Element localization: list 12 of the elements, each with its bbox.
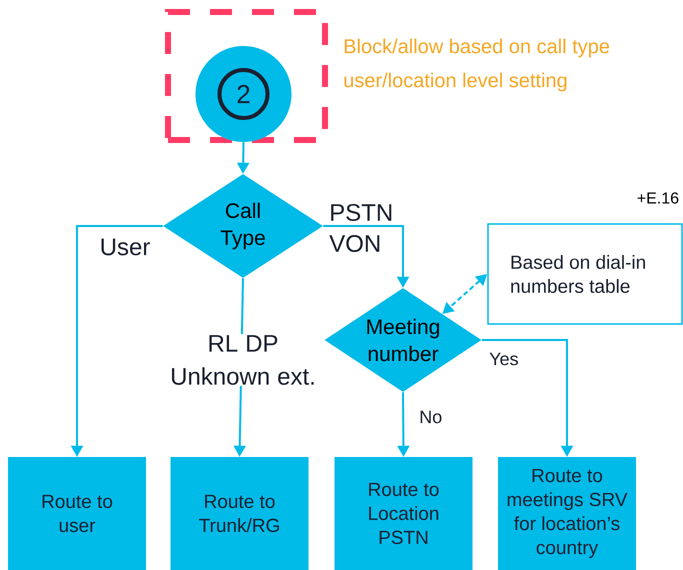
edge-label: Yes (490, 352, 518, 366)
process-box: Route to Location PSTN (334, 457, 472, 570)
process-box: Route to meetings SRV for location’s country (498, 457, 636, 570)
edge-label: No (420, 410, 442, 424)
note-text: Block/allow based on call type user/location level setting (344, 38, 610, 92)
edge-label: RL DP Unknown ext. (162, 334, 324, 386)
process-box: Route to user (8, 457, 146, 570)
label-text: +E.16 (638, 192, 678, 204)
edge-label: PSTN VON (329, 204, 392, 252)
process-box: Route to Trunk/RG (170, 457, 308, 570)
note-box: Based on dial-in numbers table (487, 223, 683, 325)
edge-label: User (102, 238, 150, 256)
